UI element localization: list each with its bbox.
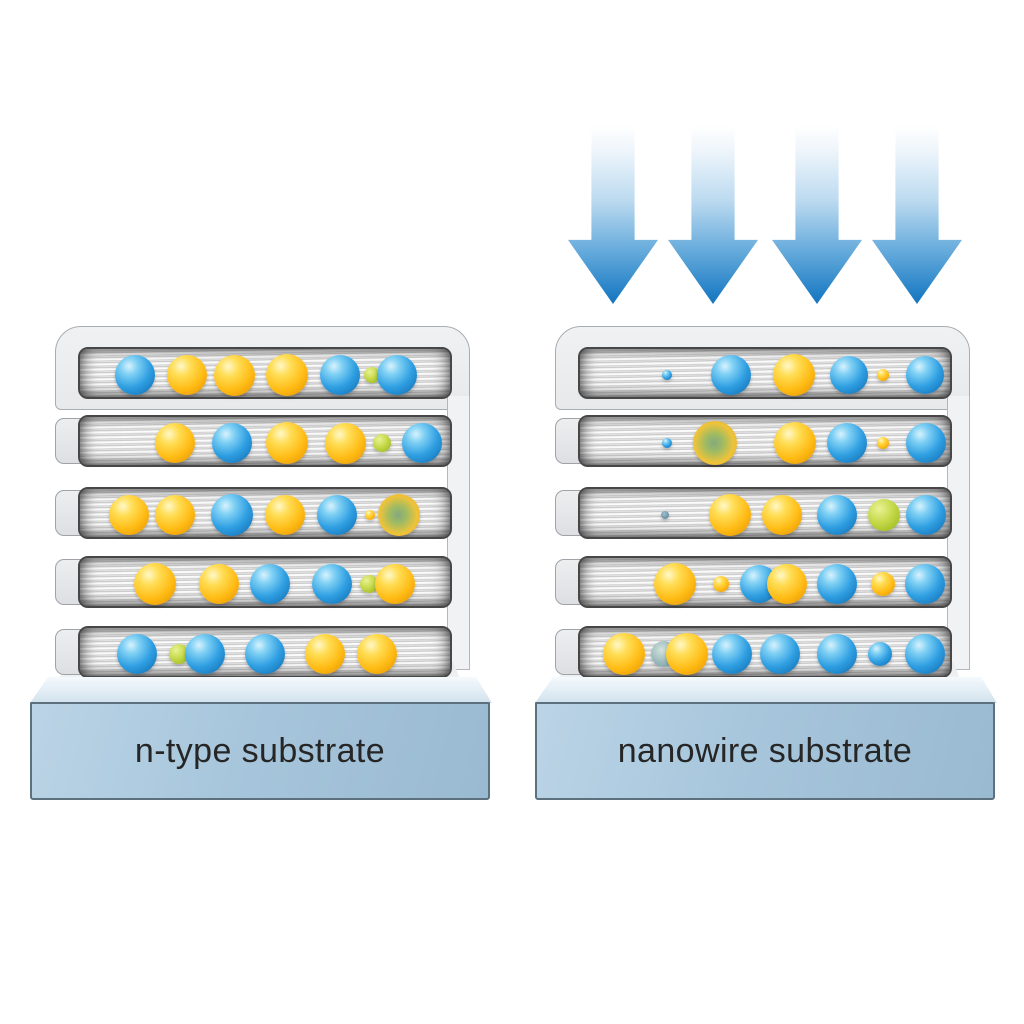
nanoparticle-yellow	[155, 423, 195, 463]
nanowire-bar	[78, 415, 452, 467]
nanoparticle-yellow	[324, 422, 366, 464]
nanoparticle-yellow	[713, 576, 729, 592]
nanoparticle-blue	[817, 634, 857, 674]
nanoparticle-blue	[905, 634, 945, 674]
nanoparticle-yellow	[305, 634, 345, 674]
nanoparticle-blue	[827, 423, 867, 463]
nanoparticle-blue	[212, 423, 252, 463]
nanoparticle-yellow	[265, 495, 305, 535]
nanoparticle-blue	[662, 370, 672, 380]
nanoparticle-yellow	[709, 494, 751, 536]
substrate-front-face: nanowire substrate	[535, 702, 995, 800]
nanoparticle-blue	[211, 494, 253, 536]
nanoparticle-yellow	[213, 354, 255, 396]
nanoparticle-blue	[245, 634, 285, 674]
nanoparticle-blue	[712, 634, 752, 674]
nanoparticle-blue	[906, 356, 944, 394]
nanoparticle-yellow	[666, 633, 708, 675]
nanowire-bar	[78, 487, 452, 539]
nanoparticle-yellow	[357, 634, 397, 674]
nanoparticle-dark	[661, 511, 669, 519]
nanoparticle-yellow	[773, 354, 815, 396]
deposition-arrows	[555, 126, 975, 304]
nanowire-bar	[578, 487, 952, 539]
down-arrow-icon	[872, 126, 962, 304]
nanoparticle-yellow	[365, 510, 375, 520]
nanoparticle-yellow	[134, 563, 176, 605]
substrate-block-right: nanowire substrate	[535, 677, 997, 801]
nanowire-bar	[578, 626, 952, 678]
nanoparticle-green	[169, 644, 189, 664]
nanoparticle-yellow	[266, 422, 308, 464]
nanoparticle-blue	[760, 634, 800, 674]
substrate-label: n-type substrate	[134, 731, 386, 770]
nanoparticle-yellow	[877, 369, 889, 381]
nanoparticle-yellow	[762, 495, 802, 535]
nanoparticle-blue	[905, 564, 945, 604]
down-arrow-icon	[772, 126, 862, 304]
nanoparticle-mixed	[693, 421, 737, 465]
nanoparticle-green	[364, 367, 380, 383]
nanoparticle-yellow	[375, 564, 415, 604]
nanoparticle-yellow	[774, 422, 816, 464]
nanoparticle-blue	[711, 355, 751, 395]
nanowire-bar	[578, 347, 952, 399]
nanowire-bar	[78, 347, 452, 399]
nanoparticle-blue	[117, 634, 157, 674]
nanowire-bar	[78, 626, 452, 678]
down-arrow-icon	[668, 126, 758, 304]
nanoparticle-green	[360, 575, 378, 593]
substrate-block-left: n-type substrate	[30, 677, 492, 801]
nanoparticle-blue	[377, 355, 417, 395]
nanowire-bar	[78, 556, 452, 608]
nanoparticle-green	[868, 499, 900, 531]
nanoparticle-blue	[402, 423, 442, 463]
nanoparticle-blue	[906, 423, 946, 463]
nanoparticle-blue	[115, 355, 155, 395]
nanoparticle-blue	[817, 495, 857, 535]
nanoparticle-yellow	[603, 633, 645, 675]
nanoparticle-yellow	[155, 495, 195, 535]
nanoparticle-blue	[906, 495, 946, 535]
down-arrow-icon	[568, 126, 658, 304]
nanoparticle-blue	[250, 564, 290, 604]
nanoparticle-yellow	[266, 354, 308, 396]
nanoparticle-blue	[662, 438, 672, 448]
right-panel	[538, 326, 970, 702]
nanoparticle-yellow	[654, 563, 696, 605]
nanoparticle-blue	[185, 634, 225, 674]
nanoparticle-blue	[312, 564, 352, 604]
nanoparticle-yellow	[871, 572, 895, 596]
nanoparticle-blue	[868, 642, 892, 666]
nanoparticle-blue	[817, 564, 857, 604]
left-panel	[38, 326, 470, 702]
substrate-top-face	[30, 677, 492, 703]
nanoparticle-yellow	[199, 564, 239, 604]
nanoparticle-blue	[320, 355, 360, 395]
nanoparticle-green	[373, 434, 391, 452]
nanoparticle-yellow	[167, 355, 207, 395]
nanoparticle-blue	[317, 495, 357, 535]
substrate-label: nanowire substrate	[617, 731, 913, 770]
substrate-front-face: n-type substrate	[30, 702, 490, 800]
nanoparticle-yellow	[767, 564, 807, 604]
nanoparticle-mixed	[378, 494, 420, 536]
nanoparticle-yellow	[109, 495, 149, 535]
nanowire-bar	[578, 556, 952, 608]
substrate-top-face	[535, 677, 997, 703]
nanowire-bar	[578, 415, 952, 467]
nanoparticle-blue	[830, 356, 868, 394]
nanoparticle-yellow	[877, 437, 889, 449]
